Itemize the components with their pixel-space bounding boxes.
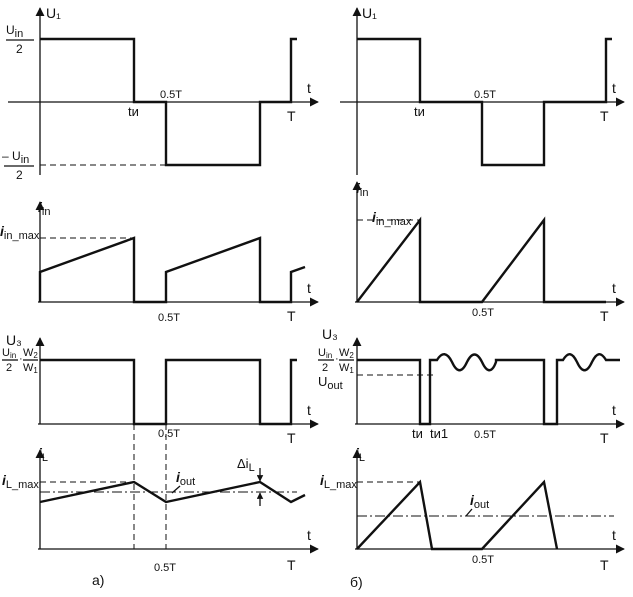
right-u3-waveform: [357, 353, 620, 426]
left-il-iout-leader: [171, 485, 181, 494]
right-panel-label: б): [350, 574, 363, 590]
right-u3-half-label: 0.5T: [474, 429, 496, 441]
svg-text:W1: W1: [339, 362, 354, 375]
right-u1-plot: U₁ t tи 0.5T T: [340, 5, 625, 175]
left-u3-ratio: Uin 2 · W2 W1: [2, 347, 38, 375]
left-il-period-label: T: [287, 557, 296, 573]
left-u1-pos-fraction: Uin 2: [6, 23, 34, 56]
left-u3-t-label: t: [307, 402, 311, 418]
svg-text:W2: W2: [23, 347, 38, 360]
left-il-ylabel: iL: [38, 445, 48, 464]
left-u1-plot: U₁ Uin 2 – Uin 2 t tи 0.5T T: [2, 5, 319, 182]
left-il-waveform: [39, 480, 306, 504]
right-il-waveform: [356, 479, 559, 551]
right-il-t-label: t: [612, 527, 616, 543]
left-u1-waveform: [40, 37, 297, 167]
svg-text:W2: W2: [339, 347, 354, 360]
left-u1-neg-fraction: – Uin 2: [2, 149, 34, 182]
right-u3-tpulse1-label: tи1: [430, 426, 448, 441]
right-il-ylabel: iL: [355, 445, 365, 464]
left-iin-period-label: T: [287, 308, 296, 324]
right-u3-tpulse-label: tи: [412, 426, 423, 441]
right-u3-ratio: Uin 2 · W2 W1: [318, 347, 354, 375]
right-il-period-label: T: [600, 557, 609, 573]
left-iin-t-label: t: [307, 280, 311, 296]
right-u1-ylabel: U₁: [362, 5, 377, 21]
left-il-max-label: iL_max: [2, 472, 39, 491]
right-iin-waveform: [356, 216, 606, 304]
left-il-plot: iL iL_max iout ΔiL t 0.5T T: [2, 424, 319, 574]
left-iin-plot: iin iin_max t 0.5T T: [0, 199, 319, 324]
left-iin-waveform: [38, 236, 306, 304]
left-u1-ylabel: U₁: [46, 5, 61, 21]
right-u3-uout-label: Uout: [318, 374, 343, 392]
right-u3-ylabel: U₃: [322, 326, 338, 342]
right-il-iout-leader: [465, 508, 473, 517]
right-iin-max-label: iin_max: [372, 209, 412, 228]
left-u3-ylabel: U₃: [6, 332, 22, 348]
svg-text:Uin: Uin: [2, 347, 16, 360]
left-iin-ylabel: iin: [38, 199, 50, 218]
left-u3-half-label: 0.5T: [158, 428, 180, 440]
svg-text:2: 2: [16, 42, 23, 56]
right-il-plot: iL iL_max iout t 0.5T T: [320, 445, 625, 573]
svg-text:·: ·: [335, 353, 339, 365]
left-u1-half-label: 0.5T: [160, 89, 182, 101]
svg-text:2: 2: [322, 362, 328, 374]
left-u1-t-label: t: [307, 80, 311, 96]
svg-text:W1: W1: [23, 362, 38, 375]
right-il-max-label: iL_max: [320, 472, 357, 491]
svg-text:2: 2: [16, 168, 23, 182]
right-u1-t-label: t: [612, 80, 616, 96]
left-u3-period-label: T: [287, 430, 296, 446]
right-iin-half-label: 0.5T: [472, 307, 494, 319]
svg-text:·: ·: [19, 353, 23, 365]
right-iin-plot: iin iin_max t 0.5T T: [352, 180, 625, 324]
left-u1-period-label: T: [287, 108, 296, 124]
right-il-half-label: 0.5T: [472, 554, 494, 566]
right-column: U₁ t tи 0.5T T iin iin_max t 0.5T T U₃: [318, 5, 625, 590]
right-u3-plot: U₃ Uin 2 · W2 W1 Uout t tи tи1 0.5T T: [318, 326, 625, 446]
left-panel-label: а): [92, 572, 104, 588]
right-u3-t-label: t: [612, 402, 616, 418]
left-il-half-label: 0.5T: [154, 562, 176, 574]
left-u3-plot: U₃ Uin 2 · W2 W1 t 0.5T T: [2, 332, 319, 446]
right-u1-waveform: [357, 37, 612, 167]
left-iin-max-label: iin_max: [0, 223, 40, 242]
svg-text:Uin: Uin: [318, 347, 332, 360]
right-iin-t-label: t: [612, 280, 616, 296]
left-u3-waveform: [40, 358, 297, 426]
left-il-iout-label: iout: [176, 469, 195, 488]
left-iin-half-label: 0.5T: [158, 312, 180, 324]
svg-text:– Uin: – Uin: [2, 149, 29, 166]
right-iin-ylabel: iin: [356, 180, 368, 199]
right-u3-period-label: T: [600, 430, 609, 446]
right-iin-period-label: T: [600, 308, 609, 324]
svg-text:Uin: Uin: [6, 23, 23, 40]
left-column: U₁ Uin 2 – Uin 2 t tи 0.5T T iin iin_max: [0, 5, 319, 588]
right-u1-tpulse-label: tи: [414, 104, 425, 119]
left-il-t-label: t: [307, 527, 311, 543]
svg-text:2: 2: [6, 362, 12, 374]
right-il-iout-label: iout: [470, 492, 489, 511]
right-u1-half-label: 0.5T: [474, 89, 496, 101]
right-u1-period-label: T: [600, 108, 609, 124]
left-il-delta-label: ΔiL: [237, 456, 255, 474]
left-u1-tpulse-label: tи: [128, 104, 139, 119]
